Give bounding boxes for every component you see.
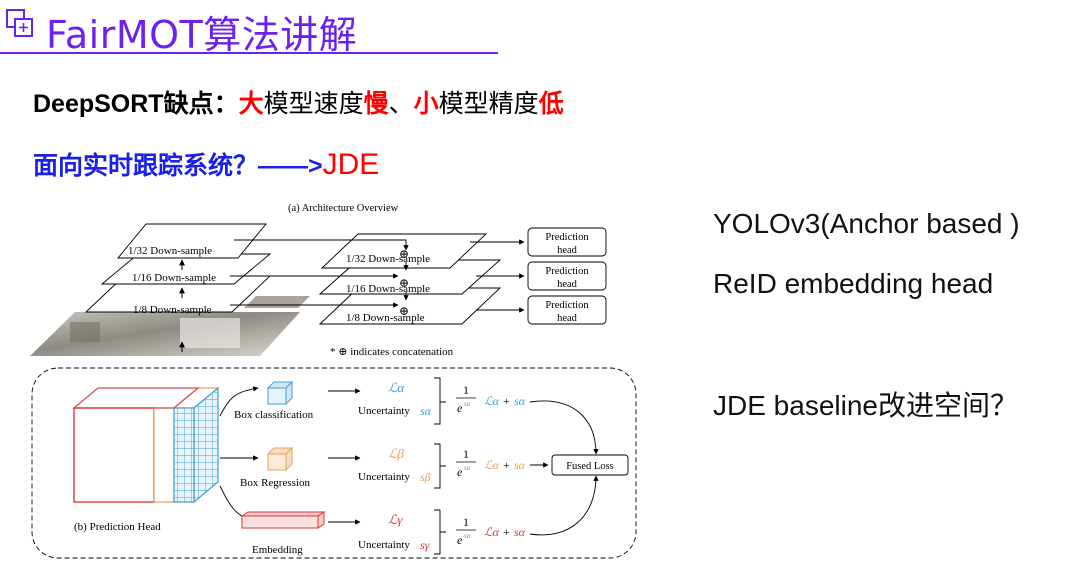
loss-term: ℒα — [484, 394, 500, 408]
uncertainty-label: Uncertainty — [358, 539, 410, 551]
fused-loss-box: Fused Loss — [551, 454, 629, 476]
realtime-text: 面向实时跟踪系统？——> — [33, 152, 323, 180]
title-underline — [0, 52, 498, 54]
realtime-question: 面向实时跟踪系统？——>JDE — [33, 146, 379, 182]
concat-symbol: ⊕ — [399, 276, 409, 290]
note-yolov3: YOLOv3(Anchor based ) — [713, 208, 1020, 239]
fairmot-architecture-diagram: (a) Architecture Overview 1/8 Down-sampl… — [30, 203, 637, 559]
right-layer-label: 1/16 Down-sample — [346, 283, 430, 295]
emph-small: 小 — [413, 90, 439, 118]
uncertainty-label: Uncertainty — [358, 471, 410, 483]
deepsort-drawbacks: DeepSORT缺点：大模型速度慢、小模型精度低 — [33, 84, 564, 120]
slide-title: FairMOT算法讲解 — [46, 13, 358, 57]
unc-term: sα — [514, 394, 526, 408]
emph-slow: 慢 — [363, 90, 389, 118]
loss-term: ℒα — [484, 525, 500, 539]
uncertainty-symbol: sα — [420, 404, 432, 418]
unc-term: sα — [514, 458, 526, 472]
left-layer-label: 1/16 Down-sample — [132, 272, 216, 284]
slide-bullet-icon — [6, 9, 33, 37]
prediction-head-panel — [31, 367, 637, 559]
concat-symbol: ⊕ — [399, 304, 409, 318]
concat-symbol: ⊕ — [399, 247, 409, 261]
concat-note: * ⊕ indicates concatenation — [330, 346, 454, 358]
arch-caption: (a) Architecture Overview — [288, 203, 399, 214]
frac-den: e — [457, 401, 463, 415]
branch-label: Box Regression — [240, 477, 310, 489]
note-reid: ReID embedding head — [713, 268, 994, 299]
note-jde-baseline: JDE baseline改进空间？ — [713, 390, 1018, 421]
branch-label: Embedding — [252, 544, 303, 556]
text-sep: 、 — [388, 90, 414, 118]
feature-map-cube — [72, 386, 220, 504]
plus-sign: + — [503, 525, 510, 539]
left-layer-label: 1/8 Down-sample — [133, 304, 212, 316]
left-layer-label: 1/32 Down-sample — [128, 245, 212, 257]
box-classification-icon — [266, 380, 294, 406]
uncertainty-symbol: sγ — [420, 538, 430, 552]
head-caption: (b) Prediction Head — [74, 521, 161, 533]
feature-image-patch — [244, 296, 310, 308]
plus-sign: + — [503, 394, 510, 408]
frac-exp: sα — [464, 464, 471, 472]
emph-low: 低 — [538, 90, 564, 118]
loss-symbol: ℒα — [388, 380, 405, 395]
plus-sign: + — [503, 458, 510, 472]
svg-text:head: head — [557, 313, 578, 324]
frac-exp: sα — [464, 400, 471, 408]
box-regression-icon — [266, 446, 294, 472]
text-speed: 模型速度 — [263, 90, 364, 118]
svg-text:Fused Loss: Fused Loss — [566, 461, 614, 472]
emph-big: 大 — [238, 90, 264, 118]
frac-exp: sα — [464, 532, 471, 540]
svg-text:Prediction: Prediction — [545, 232, 589, 243]
prediction-head-box: Prediction head — [527, 261, 607, 291]
svg-text:head: head — [557, 245, 578, 256]
text-accuracy: 模型精度 — [438, 90, 539, 118]
right-layer-label: 1/8 Down-sample — [346, 312, 425, 324]
svg-text:Prediction: Prediction — [545, 300, 589, 311]
frac-den: e — [457, 533, 463, 547]
frac-den: e — [457, 465, 463, 479]
uncertainty-label: Uncertainty — [358, 405, 410, 417]
embedding-icon — [240, 511, 326, 529]
frac-num: 1 — [463, 383, 469, 397]
uncertainty-symbol: sβ — [420, 470, 431, 484]
prediction-head-box: Prediction head — [527, 227, 607, 257]
frac-num: 1 — [463, 515, 469, 529]
jde-label: JDE — [322, 148, 380, 181]
right-layer-label: 1/32 Down-sample — [346, 253, 430, 265]
unc-term: sα — [514, 525, 526, 539]
drawbacks-label: DeepSORT缺点： — [33, 90, 239, 118]
loss-symbol: ℒγ — [388, 512, 403, 527]
frac-num: 1 — [463, 447, 469, 461]
svg-text:Prediction: Prediction — [545, 266, 589, 277]
loss-term: ℒα — [484, 458, 500, 472]
prediction-head-box: Prediction head — [527, 295, 607, 325]
branch-label: Box classification — [234, 409, 314, 421]
loss-symbol: ℒβ — [388, 446, 404, 461]
svg-text:head: head — [557, 279, 578, 290]
